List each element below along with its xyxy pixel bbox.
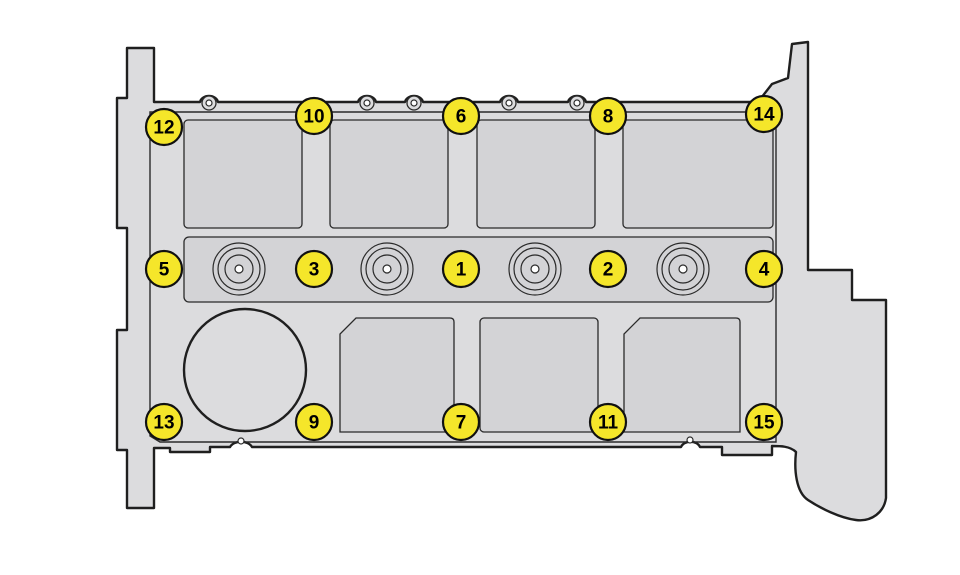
sequence-number: 14	[753, 105, 775, 126]
bolt-hole	[237, 437, 245, 445]
sequence-number: 9	[309, 413, 320, 434]
sequence-number: 6	[456, 107, 467, 128]
sequence-number: 4	[759, 260, 770, 281]
bolt-hole	[363, 99, 371, 107]
sequence-number: 2	[603, 260, 614, 281]
sequence-number: 1	[456, 260, 467, 281]
bolt-hole	[205, 99, 213, 107]
sequence-badge: 9	[294, 402, 334, 442]
upper-panel	[183, 119, 303, 229]
sequence-badge: 14	[744, 94, 784, 134]
sequence-number: 3	[309, 260, 320, 281]
sequence-number: 12	[153, 118, 174, 139]
upper-panel	[476, 119, 596, 229]
sequence-badge: 15	[744, 402, 784, 442]
sequence-number: 8	[603, 107, 614, 128]
lower-panel	[479, 317, 599, 433]
lower-panel	[623, 317, 741, 433]
bolt-hole	[410, 99, 418, 107]
sequence-badge: 6	[441, 96, 481, 136]
sequence-badge: 10	[294, 96, 334, 136]
sequence-badge: 4	[744, 249, 784, 289]
sequence-badge: 5	[144, 249, 184, 289]
sequence-number: 7	[456, 413, 467, 434]
sequence-badge: 12	[144, 107, 184, 147]
bolt-hole	[686, 436, 694, 444]
sequence-badge: 1	[441, 249, 481, 289]
sequence-number: 15	[753, 413, 775, 434]
sequence-number: 11	[598, 413, 619, 434]
sequence-badge: 3	[294, 249, 334, 289]
sequence-badge: 7	[441, 402, 481, 442]
cover-inner-edge	[149, 111, 777, 443]
sequence-number: 13	[153, 413, 174, 434]
bolt-hole	[505, 99, 513, 107]
sequence-badge: 11	[588, 402, 628, 442]
upper-panel	[329, 119, 449, 229]
spark-plug-well	[212, 242, 266, 296]
sequence-badge: 8	[588, 96, 628, 136]
sequence-badge: 2	[588, 249, 628, 289]
lower-panel	[339, 317, 455, 433]
sequence-number: 5	[159, 260, 170, 281]
sequence-number: 10	[303, 107, 324, 128]
spark-plug-well	[360, 242, 414, 296]
bolt-hole	[573, 99, 581, 107]
sequence-badge: 13	[144, 402, 184, 442]
oil-filler-opening	[182, 307, 308, 433]
upper-panel	[622, 119, 774, 229]
spark-plug-well	[656, 242, 710, 296]
spark-plug-well	[508, 242, 562, 296]
